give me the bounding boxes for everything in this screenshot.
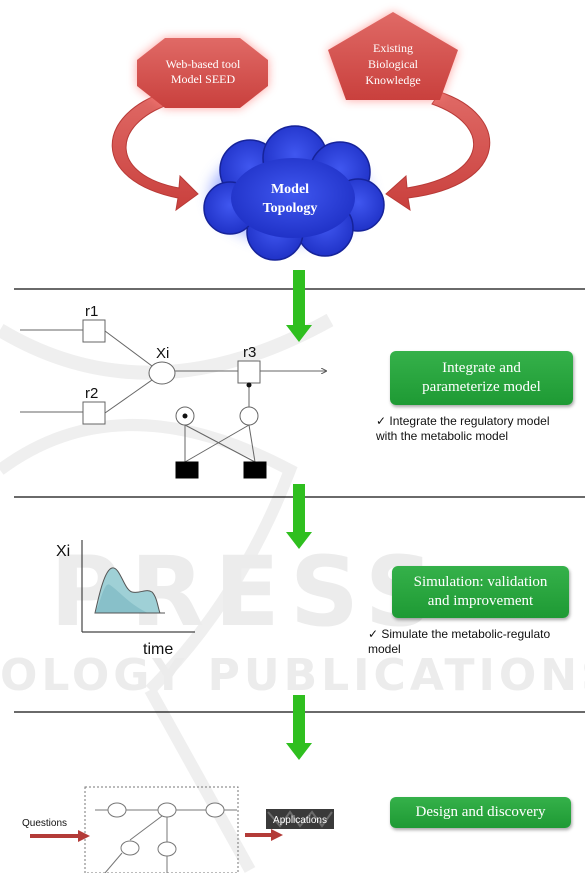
knowledge-pentagon: Existing Biological Knowledge (328, 12, 458, 100)
right-curved-arrow (385, 91, 491, 212)
green-down-arrow-3 (286, 695, 312, 760)
green-down-arrow-1 (286, 270, 312, 342)
questions-arrow (30, 830, 90, 842)
tool-line-2: Model SEED (171, 72, 236, 86)
web-tool-octagon: Web-based tool Model SEED (137, 38, 268, 108)
step-design-box: Design and discovery (390, 797, 571, 828)
gene-block-right (243, 461, 267, 479)
regulator-node (239, 406, 259, 426)
step-integrate-line-1: Integrate and (442, 360, 521, 376)
design-network (84, 786, 239, 873)
step-design-label: Design and discovery (415, 804, 546, 820)
knowledge-line-1: Existing (373, 41, 413, 55)
reaction-r1-box (82, 319, 106, 343)
label-xi: Xi (156, 345, 169, 362)
applications-label: Applications (273, 815, 327, 826)
cloud-line-1: Model (271, 182, 309, 197)
step-integrate-note-line-1: ✓ Integrate the regulatory model (376, 414, 550, 428)
cloud-line-2: Topology (263, 201, 318, 216)
step-integrate-box: Integrate and parameterize model (390, 351, 573, 405)
applications-image (266, 809, 334, 829)
step-simulation-line-2: and improvement (427, 593, 534, 609)
label-r1: r1 (85, 303, 98, 320)
step-integrate-line-2: parameterize model (422, 379, 541, 395)
step-simulation-line-1: Simulation: validation (413, 574, 548, 590)
step-integrate-note: ✓ Integrate the regulatory model with th… (376, 414, 549, 444)
simulation-plot (81, 540, 195, 633)
step-simulation-box: Simulation: validation and improvement (392, 566, 569, 618)
plot-xlabel: time (143, 641, 173, 658)
label-r2: r2 (85, 385, 98, 402)
knowledge-line-3: Knowledge (365, 73, 420, 87)
step-simulation-note-line-1: ✓ Simulate the metabolic-regulato (368, 627, 551, 641)
watermark: PRESS OLOGY PUBLICATIONS (0, 313, 585, 873)
label-r3: r3 (243, 344, 256, 361)
reaction-r2-box (82, 401, 106, 425)
applications-arrow (245, 829, 283, 841)
step-simulation-note: ✓ Simulate the metabolic-regulato model (368, 627, 550, 657)
metabolite-xi-node (148, 361, 176, 385)
green-down-arrow-2 (286, 484, 312, 549)
questions-label: Questions (22, 818, 67, 829)
step-integrate-note-line-2: with the metabolic model (376, 429, 509, 443)
gene-block-left (175, 461, 199, 479)
regulatory-network (20, 319, 326, 479)
step-simulation-note-line-2: model (368, 642, 401, 656)
left-curved-arrow (111, 91, 199, 212)
watermark-line2: OLOGY PUBLICATIONS (0, 650, 585, 701)
plot-ylabel: Xi (56, 543, 70, 560)
knowledge-line-2: Biological (368, 57, 419, 71)
tool-line-1: Web-based tool (166, 57, 241, 71)
reaction-r3-box (237, 360, 261, 384)
model-topology-cloud: Model Topology (203, 125, 385, 261)
